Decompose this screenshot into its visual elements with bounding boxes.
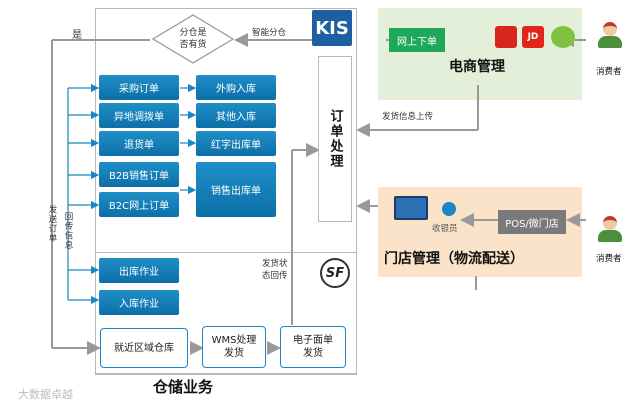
platform-icon-jd: JD [522,26,544,48]
inbound-doc-b2b: B2B销售订单 [99,162,179,187]
kis-logo-text: KIS [315,17,349,39]
ship-info-upload-label: 发货信息上传 [382,112,434,122]
outbound-op: 出库作业 [99,258,179,283]
yes-label: 是 [72,30,82,41]
laptop-icon [394,196,428,220]
inbound-doc-transfer: 异地调拨单 [99,103,179,128]
decision-label: 分仓是 否有货 [179,28,207,50]
consumer-icon-top [595,22,629,50]
smart-split-label: 智能分仓 [252,28,287,38]
kis-logo: KIS [312,10,352,46]
sf-logo: SF [320,258,350,288]
order-processing-label: 订单处理 [327,109,343,169]
platform-icon-tmall [495,26,517,48]
inbound-doc-b2c: B2C网上订单 [99,192,179,217]
inbound-op: 入库作业 [99,290,179,315]
order-processing-box: 订单处理 [318,56,352,222]
ecommerce-panel [378,8,582,100]
flow-nearest-warehouse: 就近区域仓库 [100,328,188,368]
return-info-label: 回传信息 [63,212,73,250]
outbound-doc-other-in: 其他入库 [196,103,276,128]
outbound-doc-red-out: 红字出库单 [196,131,276,156]
consumer-label-bottom: 消费者 [596,254,622,264]
ecommerce-title: 电商管理 [449,59,505,75]
warehouse-title: 仓储业务 [153,378,214,396]
flow-eslip-ship: 电子面单 发货 [280,326,346,368]
send-order-label: 发送订单 [47,205,57,243]
outbound-doc-sales-out: 销售出库单 [196,162,276,217]
cashier-icon [442,202,456,216]
cashier-label: 收银员 [432,224,458,234]
consumer-label-top: 消费者 [596,67,622,77]
pos-store-label: POS/微门店 [505,218,559,230]
pos-store-box: POS/微门店 [498,210,566,234]
sf-logo-text: SF [325,265,345,281]
online-orders-label: 网上下单 [397,36,437,48]
platform-icon-wechat [551,26,575,48]
consumer-icon-bottom [595,216,629,244]
store-title: 门店管理（物流配送） [384,251,524,267]
watermark: 大数据卓越 [18,388,73,401]
flow-wms-ship: WMS处理 发货 [202,326,266,368]
decision-diamond: 分仓是 否有货 [152,14,234,64]
inbound-doc-return: 退货单 [99,131,179,156]
outbound-doc-purchase-in: 外购入库 [196,75,276,100]
inbound-doc-purchase: 采购订单 [99,75,179,100]
online-orders-box: 网上下单 [389,28,445,52]
ship-status-label: 发货状态回传 [262,259,288,281]
